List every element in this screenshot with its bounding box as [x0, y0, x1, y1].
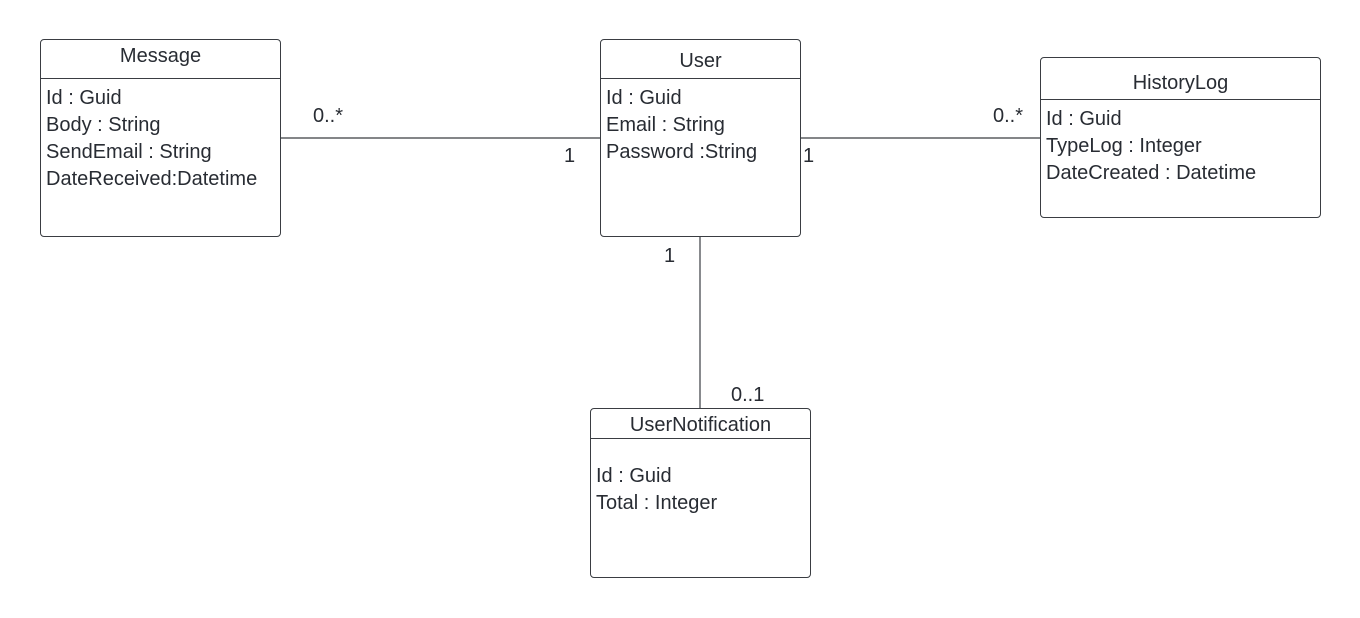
attribute: Body : String	[46, 114, 161, 136]
attribute: Id : Guid	[596, 465, 672, 487]
class-name: User	[601, 40, 800, 79]
multiplicity-user-end: 1	[664, 245, 676, 267]
attribute: DateCreated : Datetime	[1046, 162, 1257, 184]
attribute-list: Id : Guid Email : String Password :Strin…	[601, 79, 800, 166]
attribute: Total : Integer	[596, 492, 718, 514]
class-usernotification[interactable]: UserNotification Id : Guid Total : Integ…	[590, 408, 811, 578]
attribute-list: Id : Guid TypeLog : Integer DateCreated …	[1041, 100, 1320, 187]
attribute: Id : Guid	[606, 87, 682, 109]
multiplicity-message-end: 0..*	[313, 105, 344, 127]
class-message[interactable]: Message Id : Guid Body : String SendEmai…	[40, 39, 281, 237]
multiplicity-user-end: 1	[803, 145, 815, 167]
attribute-list: Id : Guid Total : Integer	[591, 439, 810, 517]
attribute: DateReceived:Datetime	[46, 168, 258, 190]
attribute-list: Id : Guid Body : String SendEmail : Stri…	[41, 79, 280, 193]
multiplicity-user-end: 1	[564, 145, 576, 167]
attribute: TypeLog : Integer	[1046, 135, 1202, 157]
attribute: Email : String	[606, 114, 725, 136]
class-name: UserNotification	[591, 409, 810, 439]
class-historylog[interactable]: HistoryLog Id : Guid TypeLog : Integer D…	[1040, 57, 1321, 218]
class-name: HistoryLog	[1041, 58, 1320, 100]
attribute: SendEmail : String	[46, 141, 212, 163]
attribute: Id : Guid	[1046, 108, 1122, 130]
multiplicity-historylog-end: 0..*	[993, 105, 1024, 127]
class-name: Message	[41, 40, 280, 79]
class-user[interactable]: User Id : Guid Email : String Password :…	[600, 39, 801, 237]
multiplicity-usernotification-end: 0..1	[731, 384, 765, 406]
attribute: Password :String	[606, 141, 758, 163]
attribute: Id : Guid	[46, 87, 122, 109]
